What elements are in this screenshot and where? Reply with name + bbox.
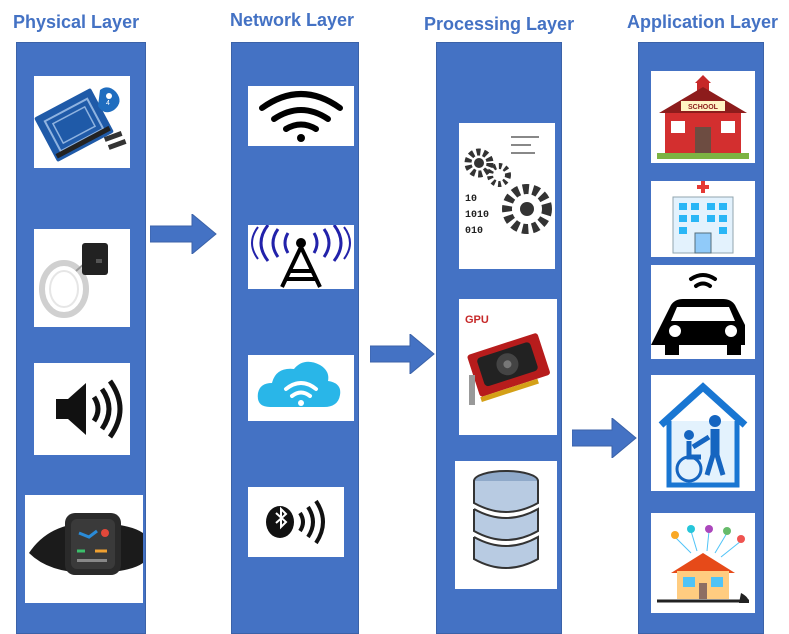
processing-layer-column: 10 1010 010 GPU	[436, 42, 562, 634]
database-icon	[455, 461, 557, 589]
network-layer-column	[231, 42, 359, 634]
speaker-icon	[34, 363, 130, 455]
application-layer-title: Application Layer	[627, 12, 779, 32]
arrow-processing-to-application	[572, 418, 637, 458]
rfid-reader-icon: 4	[34, 76, 130, 168]
wifi-icon	[248, 86, 354, 146]
gears-binary-icon: 10 1010 010	[459, 123, 555, 269]
gpu-label: GPU	[465, 314, 489, 326]
bluetooth-icon	[248, 487, 344, 557]
physical-layer-title: Physical Layer	[13, 12, 140, 32]
cloud-wifi-icon	[248, 355, 354, 421]
smart-home-icon	[651, 513, 755, 613]
cell-tower-icon	[248, 225, 354, 289]
arrow-network-to-processing	[370, 334, 435, 374]
physical-layer-column: 4	[16, 42, 146, 634]
binary-row-3: 010	[465, 226, 483, 237]
smartwatch-icon	[25, 495, 143, 603]
arrow-physical-to-network	[150, 214, 217, 254]
rfid-tag-sensor-icon	[34, 229, 130, 327]
network-layer-title: Network Layer	[230, 10, 355, 30]
connected-car-icon	[651, 265, 755, 359]
application-layer-column: SCHOOL	[638, 42, 764, 634]
hospital-icon	[651, 181, 755, 257]
school-sign: SCHOOL	[688, 104, 719, 111]
binary-row-1: 10	[465, 194, 477, 205]
home-care-icon	[651, 375, 755, 491]
processing-layer-title: Processing Layer	[424, 14, 575, 34]
binary-row-2: 1010	[465, 210, 489, 221]
gpu-card-icon: GPU	[459, 299, 557, 435]
school-icon: SCHOOL	[651, 71, 755, 163]
rfid-code: 4	[106, 100, 110, 107]
